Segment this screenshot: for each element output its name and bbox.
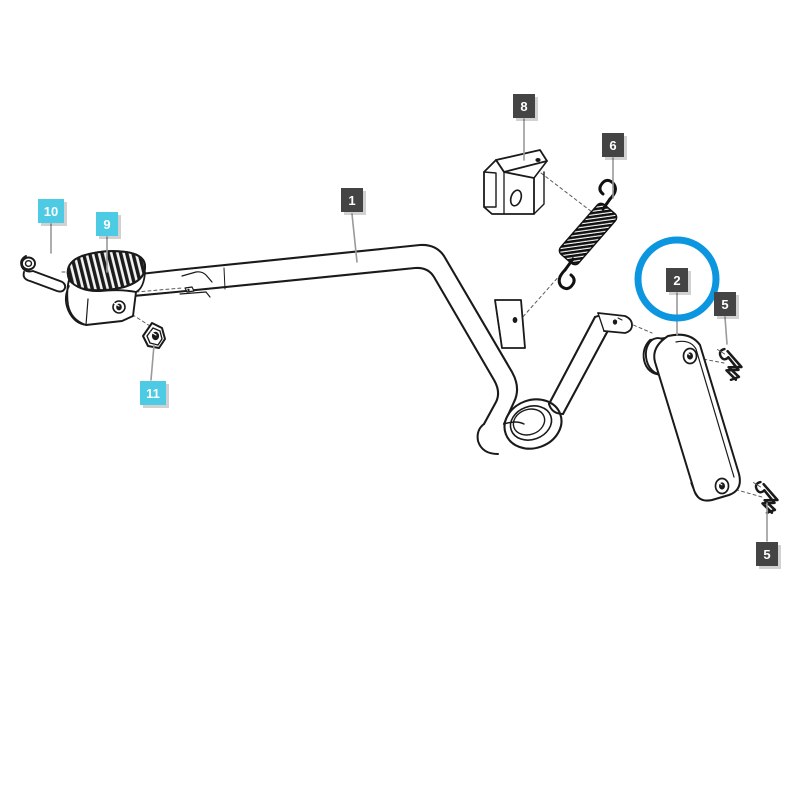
callout-label-c9[interactable]: 9	[96, 212, 118, 236]
leader-line-c5a	[724, 316, 728, 345]
part-clevis-pin-bolt[interactable]	[20, 255, 67, 293]
callout-label-c5b[interactable]: 5	[756, 542, 778, 566]
part-link-lever-arm[interactable]	[642, 333, 741, 502]
callout-label-c8[interactable]: 8	[513, 94, 535, 118]
callout-leader-lines	[50, 118, 768, 542]
callout-label-c5a[interactable]: 5	[714, 292, 736, 316]
callout-label-c11[interactable]: 11	[140, 381, 166, 405]
part-pedal-arm[interactable]	[66, 243, 568, 457]
part-hairpin-clip-upper[interactable]	[709, 347, 746, 382]
callout-label-c10[interactable]: 10	[38, 199, 64, 223]
part-extension-spring[interactable]	[557, 178, 618, 291]
callout-label-c2[interactable]: 2	[666, 268, 688, 292]
assembly-dash-lines	[61, 172, 763, 498]
part-hairpin-clip-lower[interactable]	[745, 480, 782, 515]
selection-ring	[634, 236, 720, 322]
part-spring-anchor-bracket[interactable]	[483, 149, 548, 215]
part-pedal-shaft-arm[interactable]	[547, 312, 633, 416]
leader-line-c11	[150, 344, 155, 381]
leader-line-c1	[351, 213, 358, 263]
part-hex-lock-nut[interactable]	[142, 322, 166, 349]
callout-label-c6[interactable]: 6	[602, 133, 624, 157]
callout-label-c1[interactable]: 1	[341, 188, 363, 212]
